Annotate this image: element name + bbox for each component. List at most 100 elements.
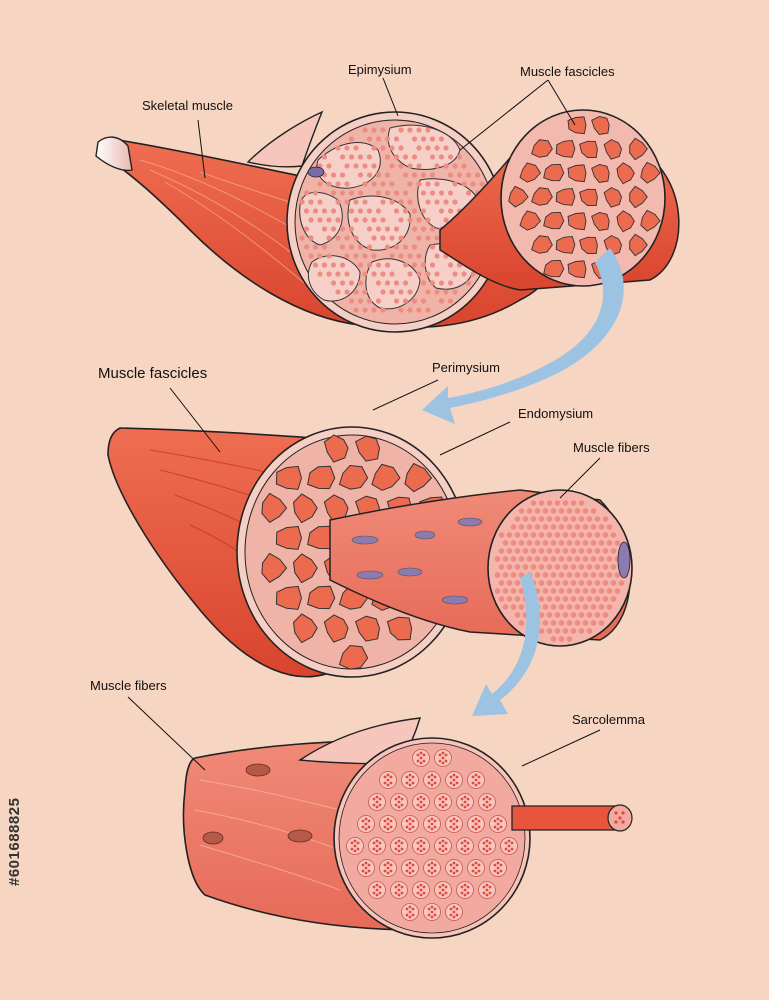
fiber-dot	[362, 199, 368, 205]
myofilament-dot	[463, 883, 467, 887]
myofilament-dot	[463, 805, 467, 809]
myofilament-dot	[496, 817, 500, 821]
fiber-dot	[465, 190, 472, 196]
myofibril	[478, 793, 496, 811]
myofilament-dot	[427, 907, 431, 911]
myofilament-dot	[466, 891, 470, 895]
myofibril-dot	[566, 540, 573, 546]
myofilament-dot	[444, 803, 448, 807]
fiber-dot	[326, 163, 332, 169]
fiber-dot	[312, 262, 319, 268]
myofilament-dot	[507, 844, 511, 848]
fiber-dot	[416, 217, 422, 223]
myofilament-dot	[444, 753, 448, 757]
fiber-dot	[411, 208, 418, 214]
fiber-dot	[375, 190, 382, 196]
myofibril-dot	[606, 540, 613, 546]
fiber-dot	[366, 136, 373, 142]
myofibril-dot	[582, 524, 589, 530]
fiber-dot	[434, 235, 440, 241]
myofibril-dot	[602, 596, 609, 602]
myofibril-dot	[590, 604, 597, 610]
fascicle	[543, 259, 565, 278]
myofibril-dot	[590, 524, 597, 530]
fiber-dot	[398, 307, 404, 313]
myofilament-dot	[383, 781, 387, 785]
fiber-dot	[375, 208, 382, 214]
myofilament-dot	[477, 819, 481, 823]
myofilament-dot	[400, 841, 404, 845]
fiber-dot	[416, 127, 422, 133]
myofibril-dot	[614, 540, 621, 546]
muscle-fiber	[292, 553, 318, 584]
myofilament-dot	[441, 800, 445, 804]
myofilament-dot	[400, 891, 404, 895]
fiber-dot	[371, 163, 377, 169]
myofibril-dot	[578, 612, 585, 618]
myofibril-dot	[586, 532, 593, 538]
myofilament-dot	[455, 913, 459, 917]
myofibril-dot	[574, 620, 581, 626]
myofibril-dot	[510, 524, 517, 530]
myofibril-dot	[566, 556, 573, 562]
fiber-dot	[438, 154, 445, 160]
myofibril-dot	[534, 572, 541, 578]
fiber-dot	[425, 199, 431, 205]
myofilament-dot	[378, 797, 382, 801]
myofibril-dot	[518, 588, 525, 594]
myofibril-dot	[606, 588, 613, 594]
myofibril-dot	[574, 604, 581, 610]
myofilament-dot	[375, 800, 379, 804]
myofilament-dot	[378, 847, 382, 851]
fiber-dot	[353, 199, 359, 205]
myofilament-dot	[441, 844, 445, 848]
label-muscle-fascicles-top: Muscle fascicles	[520, 64, 615, 79]
myofibril-dot	[514, 612, 521, 618]
fiber-dot	[479, 181, 485, 187]
myofibril-dot	[594, 516, 601, 522]
fiber-dot	[335, 199, 341, 205]
fascicle	[531, 235, 553, 254]
myofibril-dot	[590, 556, 597, 562]
myofibril-dot	[570, 516, 577, 522]
myofilament-dot	[493, 819, 497, 823]
fiber-dot	[402, 172, 409, 178]
myofibril-dot	[586, 564, 593, 570]
myofilament-dot	[419, 800, 423, 804]
myofilament-dot	[452, 778, 456, 782]
fiber-dot	[335, 217, 341, 223]
myofibril-dot	[586, 596, 593, 602]
myofibril-dot	[538, 548, 545, 554]
myofilament-dot	[427, 913, 431, 917]
fiber-dot	[402, 244, 409, 250]
myofilament-dot	[419, 849, 423, 853]
myofilament-dot	[400, 803, 404, 807]
fiber-dot	[393, 136, 400, 142]
myofibril-dot	[518, 556, 525, 562]
myofilament-dot	[372, 847, 376, 851]
myofilament-dot	[452, 861, 456, 865]
fiber-dot	[357, 298, 364, 304]
myofilament-dot	[416, 753, 420, 757]
fiber-dot	[344, 181, 350, 187]
fiber-dot	[353, 253, 359, 259]
myofilament-dot	[419, 795, 423, 799]
fiber-dot	[447, 208, 454, 214]
myofilament-dot	[397, 800, 401, 804]
myofilament-dot	[367, 863, 371, 867]
myofilament-dot	[449, 907, 453, 911]
myofilament-dot	[455, 781, 459, 785]
myofilament-dot	[419, 844, 423, 848]
myofibril-dot	[594, 532, 601, 538]
myofibril	[401, 815, 419, 833]
myofibril	[500, 837, 518, 855]
myofilament-dot	[463, 795, 467, 799]
fiber-dot	[371, 307, 377, 313]
myofibril-dot	[546, 564, 553, 570]
fiber-dot	[380, 307, 386, 313]
zoom-arrow-2	[472, 572, 540, 716]
myofilament-dot	[449, 775, 453, 779]
myofilament-dot	[400, 797, 404, 801]
fiber-dot	[317, 217, 323, 223]
fiber-dot	[393, 208, 400, 214]
